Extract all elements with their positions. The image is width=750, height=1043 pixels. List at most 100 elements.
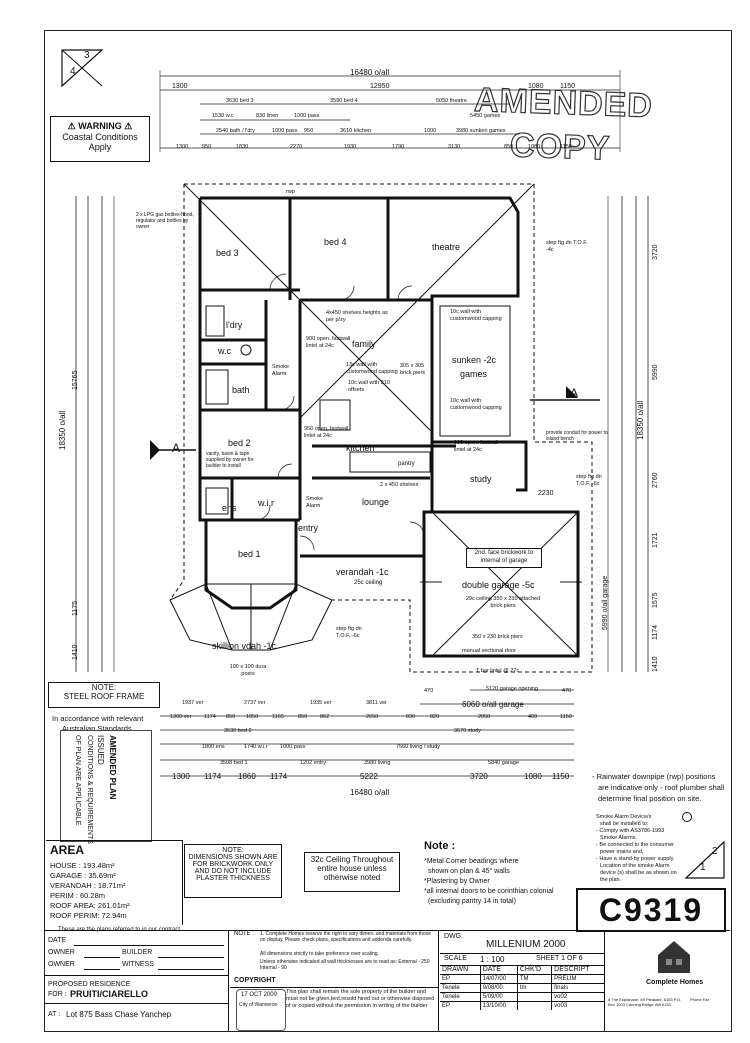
note-wall2: 10c wall with customwood capping — [450, 398, 502, 411]
note-shelves: 4x450 shelves heights as per p/zy — [326, 310, 388, 323]
owner-label-2: OWNER — [48, 961, 75, 968]
smoke-alarm-icon — [682, 812, 692, 822]
rwp-note-l2: are indicative only - roof plumber shall — [598, 783, 725, 792]
witness-field[interactable] — [158, 969, 224, 970]
bottom-c-0: 1300 ver — [170, 714, 192, 720]
note-roof-frame: NOTE: STEEL ROOF FRAME — [48, 682, 160, 708]
rev-cell: TM — [517, 974, 553, 984]
top-dim-kitchen: 3610 kitchen — [340, 128, 372, 134]
right-dim-1174: 1174 — [652, 624, 659, 640]
top-dim-r5-0: 1300 — [176, 144, 189, 150]
right-dim-3720: 3720 — [652, 244, 659, 260]
stamp-date: 17 OCT 2000 — [241, 992, 277, 998]
note-rwp: rwp — [286, 189, 295, 195]
notes-column: NOTE : 1. Complete Homes reserve the rig… — [230, 931, 439, 1031]
room-wc: w.c — [218, 346, 232, 356]
rev-cell — [517, 1001, 553, 1010]
bottom-garage-opening: 5120 garage opening — [486, 686, 538, 692]
bottom-b-4: 470 — [424, 688, 434, 694]
sheet-value: SHEET 1 OF 6 — [536, 955, 583, 962]
warning-box: ⚠ WARNING ⚠ Coastal Conditions Apply — [50, 116, 150, 162]
note-piers: 305 x 305 brick piers — [400, 363, 426, 376]
note-wall4: 10c wall with 210 offsets — [348, 380, 390, 393]
tb-note-label: NOTE : — [234, 931, 255, 937]
room-entry: entry — [298, 523, 319, 533]
area-title: AREA — [50, 843, 85, 857]
bottom-d-1: 3670 study — [454, 728, 481, 734]
rev-cell: PRELIM — [551, 974, 604, 984]
table-row: EP 14/07/00 TM PRELIM — [440, 974, 604, 984]
owner-field-1[interactable] — [84, 957, 120, 958]
dwg-label: DWG. — [444, 933, 464, 940]
floor-plan-walls — [150, 183, 600, 673]
room-verandah: verandah -1c — [336, 567, 389, 577]
contract-divider-2 — [44, 1003, 228, 1004]
date-field[interactable] — [74, 945, 224, 946]
note-opening1: 900 open. fastwall lintel at 24c — [306, 336, 351, 349]
rwp-note-l3: determine final position on site. — [598, 794, 702, 803]
top-dim-12950: 12950 — [370, 83, 390, 90]
note-roof-title: NOTE: — [91, 683, 117, 692]
left-dim-15765: 15765 — [72, 370, 79, 390]
bottom-a-1: 1174 — [204, 772, 222, 781]
bottom-f-0: 3508 bed 1 — [220, 760, 248, 766]
right-dim-2230: 2230 — [538, 490, 554, 497]
bottom-c-11: 400 — [528, 714, 538, 720]
bottom-e-3: 7560 living / study — [396, 744, 441, 750]
bottom-a-0: 1300 — [172, 772, 190, 781]
tb-copyright-title: COPYRIGHT — [234, 977, 276, 984]
builder-field[interactable] — [158, 957, 224, 958]
warning-icon: ⚠ — [67, 121, 79, 131]
area-house: HOUSE : 193.48m² — [50, 861, 115, 870]
top-dim-linen: 830 linen — [256, 113, 279, 119]
bottom-b-0: 1937 ver — [182, 700, 204, 706]
bottom-c-8: 830 — [406, 714, 416, 720]
general-note-l2: shown on plan & 45° walls — [428, 868, 510, 875]
at-label: AT : — [48, 1011, 61, 1018]
amended-plan-l1: AMENDED PLAN — [108, 735, 117, 800]
note-lpg: 2 x LPG gas bottles-hood, regulator and … — [136, 212, 194, 230]
note-roof-body: STEEL ROOF FRAME — [63, 692, 145, 701]
drawing-divider-1 — [440, 953, 604, 954]
bottom-garage-overall: 6060 o/all garage — [462, 700, 524, 709]
smoke-note-l8: Location of the smoke Alarm — [600, 863, 670, 869]
sheet-badge: 2 1 — [684, 840, 726, 880]
note-step-low: step ftg dn T.O.F. -6c — [336, 626, 362, 639]
top-dim-r5-5: 1790 — [392, 144, 405, 150]
top-dim-r5-1: 950 — [202, 144, 212, 150]
rwp-note-l1: - Rainwater downpipe (rwp) positions — [592, 772, 716, 781]
amended-plan-l3: CONDITIONS & REQUIREMENTS — [86, 735, 93, 844]
bottom-a-7: 1150 — [552, 772, 570, 781]
general-note-l5: (excluding pantry 14 in total) — [428, 898, 516, 905]
sheet-corner-bottom: 4 — [70, 66, 76, 77]
rev-cell: vo02 — [551, 992, 604, 1002]
bottom-b-3: 3811 ver — [366, 700, 387, 706]
smoke-note-l3: - Comply with AS3786-1993 — [596, 828, 665, 834]
contract-divider — [44, 975, 228, 976]
owner-field-2[interactable] — [84, 969, 120, 970]
room-bed2: bed 2 — [228, 438, 251, 448]
tb-note1: 1. Complete Homes reserve the right to v… — [260, 931, 431, 943]
accordance-line2: Australian Standards — [62, 724, 132, 733]
accordance-line1: In accordance with relevant — [52, 714, 144, 723]
rev-header-drawn: DRAWN — [440, 965, 481, 975]
company-phone: Phone Fax — [690, 997, 710, 1002]
sheet-badge-triangle — [684, 840, 725, 879]
rev-cell — [517, 992, 553, 1002]
general-note-l3: *Plastering by Owner — [424, 878, 490, 885]
note-step-mid: step ftg dn T.O.F. -6c — [576, 474, 602, 487]
rev-cell: 13/10/00 — [480, 1001, 518, 1010]
room-bed3: bed 3 — [216, 248, 239, 258]
room-lounge: lounge — [362, 497, 390, 507]
company-address: 8 The Esplanade, Mt Pleasant, 6153 P.O. … — [608, 997, 682, 1007]
title-block: These are the plans referred to in our c… — [44, 927, 730, 1031]
ceiling-note-l1: 32c Ceiling Throughout — [310, 855, 394, 864]
left-overall-dim: 18350 o/all — [58, 410, 67, 450]
top-dim-theatre: 5050 theatre — [436, 98, 467, 104]
rev-header-date: DATE — [480, 965, 518, 975]
date-label: DATE — [48, 937, 67, 944]
top-dim-r5-7: 850 — [504, 144, 514, 150]
table-row: Tenele 5/09/00 vo02 — [440, 992, 604, 1002]
warning-title: WARNING — [78, 121, 122, 131]
witness-label: WITNESS — [122, 961, 154, 968]
